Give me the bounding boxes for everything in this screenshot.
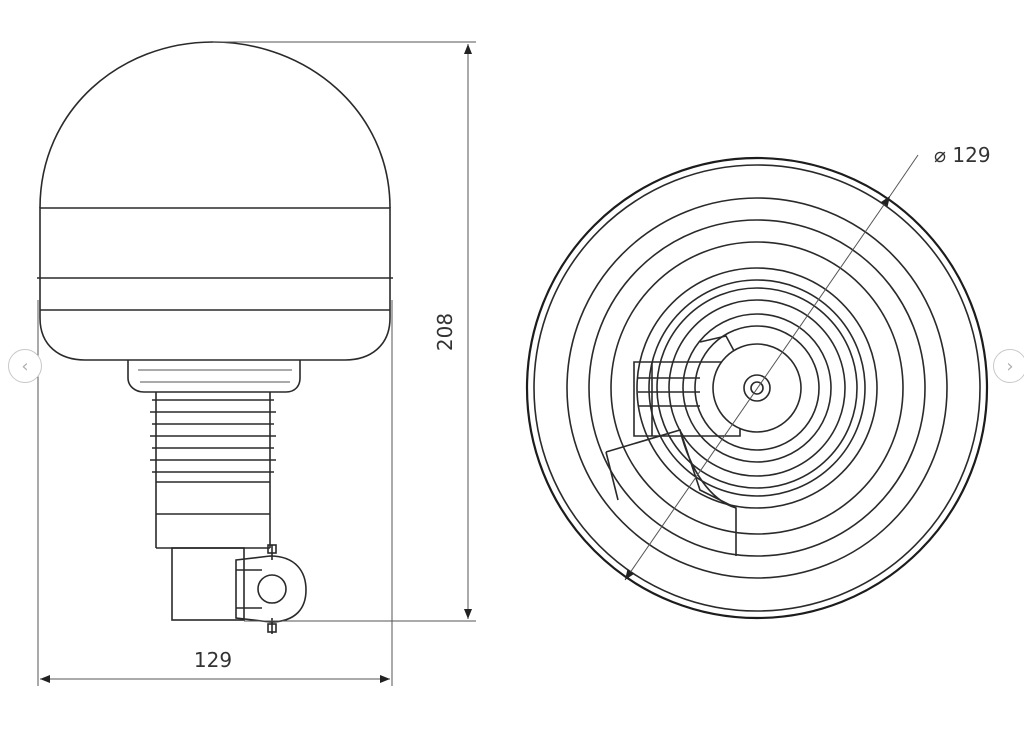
- carousel-prev-button[interactable]: ‹: [8, 349, 42, 383]
- outer-rim: [525, 156, 989, 620]
- bellows-stem: [150, 392, 276, 549]
- base-collar: [127, 360, 301, 393]
- lens-body: [39, 207, 391, 361]
- width-dimension: 129: [37, 300, 393, 686]
- width-label: 129: [194, 648, 232, 672]
- carousel-next-button[interactable]: ›: [993, 349, 1024, 383]
- diameter-label: ⌀ 129: [934, 143, 991, 167]
- dome-outline: [39, 41, 391, 209]
- chevron-right-icon: ›: [1006, 355, 1014, 377]
- height-dimension: 208: [213, 41, 476, 622]
- mount-bolt: [257, 574, 287, 604]
- chevron-left-icon: ‹: [21, 355, 29, 377]
- height-label: 208: [433, 313, 457, 351]
- side-view: [37, 41, 393, 634]
- diameter-dimension: ⌀ 129: [624, 143, 991, 581]
